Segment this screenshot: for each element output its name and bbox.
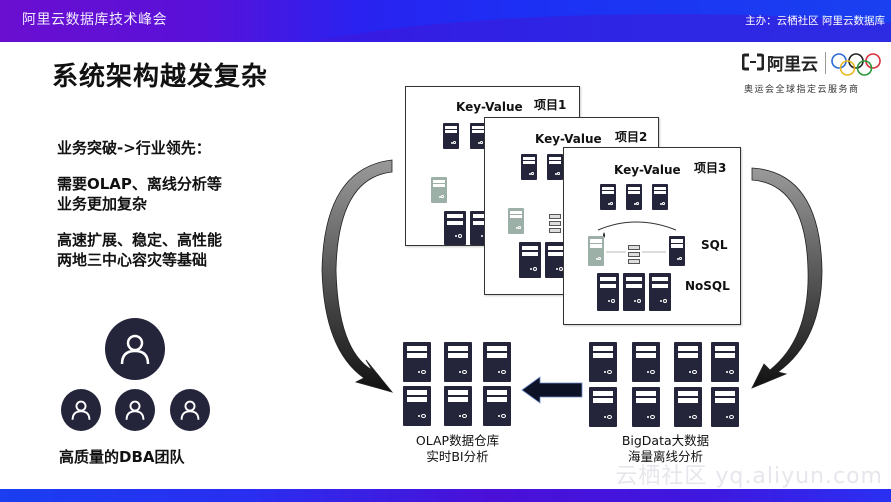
key-value-label: Key-Value xyxy=(614,163,681,177)
key-value-label: Key-Value xyxy=(456,100,523,114)
server-icon xyxy=(443,123,459,149)
nosql-label: NoSQL xyxy=(685,279,730,293)
project-name: 项目2 xyxy=(615,130,648,144)
server-icon xyxy=(444,211,466,245)
logo-separator xyxy=(825,52,826,74)
user-icon xyxy=(105,318,165,380)
server-icon xyxy=(470,123,486,149)
bullet-line: 两地三中心容灾等基础 xyxy=(57,251,208,269)
server-icon xyxy=(431,177,447,203)
sql-label: SQL xyxy=(701,238,728,252)
server-icon xyxy=(588,236,604,266)
bullet-list: 业务突破->行业领先： 需要OLAP、离线分析等 业务更加复杂 高速扩展、稳定、… xyxy=(57,138,222,286)
server-icon xyxy=(589,387,617,427)
replication-diagram xyxy=(597,221,677,253)
slide-title: 系统架构越发复杂 xyxy=(52,62,269,92)
bullet-group: 需要OLAP、离线分析等 业务更加复杂 xyxy=(57,174,222,214)
aliyun-brand-text: 阿里云 xyxy=(767,55,818,75)
project-name: 项目3 xyxy=(694,161,727,175)
olap-caption-line1: OLAP数据仓库 xyxy=(415,433,500,448)
server-icon xyxy=(483,386,511,426)
logo-tagline: 奥运会全球指定云服务商 xyxy=(744,85,860,95)
event-title: 阿里云数据库技术峰会 xyxy=(22,12,167,28)
server-icon xyxy=(600,184,616,210)
server-icon xyxy=(632,387,660,427)
server-icon xyxy=(589,342,617,382)
bullet-line: 业务突破->行业领先： xyxy=(57,139,211,157)
olap-caption-line2: 实时BI分析 xyxy=(426,449,489,464)
server-icon xyxy=(711,342,739,382)
user-icon xyxy=(115,389,155,431)
key-value-label: Key-Value xyxy=(535,132,602,146)
server-icon xyxy=(545,242,567,278)
server-icon xyxy=(403,386,431,426)
server-icon xyxy=(669,236,685,266)
bigdata-caption-line1: BigData大数据 xyxy=(621,433,710,448)
server-icon xyxy=(597,273,619,311)
watermark: 云栖社区 yq.aliyun.com xyxy=(615,464,883,489)
server-icon xyxy=(403,342,431,382)
user-icon xyxy=(61,389,101,431)
server-icon xyxy=(623,273,645,311)
bullet-group: 业务突破->行业领先： xyxy=(57,138,222,158)
server-icon xyxy=(674,387,702,427)
curved-arrow-right-icon xyxy=(751,167,823,389)
bigdata-caption-line2: 海量离线分析 xyxy=(627,449,703,464)
olympic-rings-icon xyxy=(831,53,881,76)
footer-bar xyxy=(0,489,891,502)
bullet-line: 高速扩展、稳定、高性能 xyxy=(57,231,223,249)
server-icon xyxy=(652,184,668,210)
arrow-left-icon xyxy=(521,376,583,404)
sponsor-text: 主办：云栖社区 阿里云数据库 xyxy=(745,15,885,27)
curved-arrow-left-icon xyxy=(321,159,394,393)
server-icon xyxy=(547,154,563,180)
aliyun-logo-icon xyxy=(742,53,764,71)
server-icon xyxy=(626,184,642,210)
header-bar: 阿里云数据库技术峰会 主办：云栖社区 阿里云数据库 xyxy=(0,0,891,42)
server-icon xyxy=(508,208,524,234)
storage-rack-icon xyxy=(628,245,640,265)
server-icon xyxy=(444,386,472,426)
bigdata-caption: BigData大数据 海量离线分析 xyxy=(608,433,723,465)
project-name: 项目1 xyxy=(534,98,567,112)
aliyun-olympic-logo: 阿里云 奥运会全球指定云服务商 xyxy=(740,50,885,95)
server-icon xyxy=(632,342,660,382)
server-icon xyxy=(674,342,702,382)
server-icon xyxy=(483,342,511,382)
storage-rack-icon xyxy=(549,214,561,234)
bullet-group: 高速扩展、稳定、高性能 两地三中心容灾等基础 xyxy=(57,230,222,270)
project-card-3: Key-Value 项目3 SQL NoSQL xyxy=(563,147,741,325)
dba-team-graphic: 高质量的DBA团队 xyxy=(55,318,235,468)
server-icon xyxy=(649,273,671,311)
bullet-line: 业务更加复杂 xyxy=(57,195,148,213)
bullet-line: 需要OLAP、离线分析等 xyxy=(57,175,222,193)
server-icon xyxy=(444,342,472,382)
olap-caption: OLAP数据仓库 实时BI分析 xyxy=(400,433,515,465)
dba-team-label: 高质量的DBA团队 xyxy=(59,448,185,466)
server-icon xyxy=(519,242,541,278)
user-icon xyxy=(170,389,210,431)
server-icon xyxy=(521,154,537,180)
server-icon xyxy=(711,387,739,427)
